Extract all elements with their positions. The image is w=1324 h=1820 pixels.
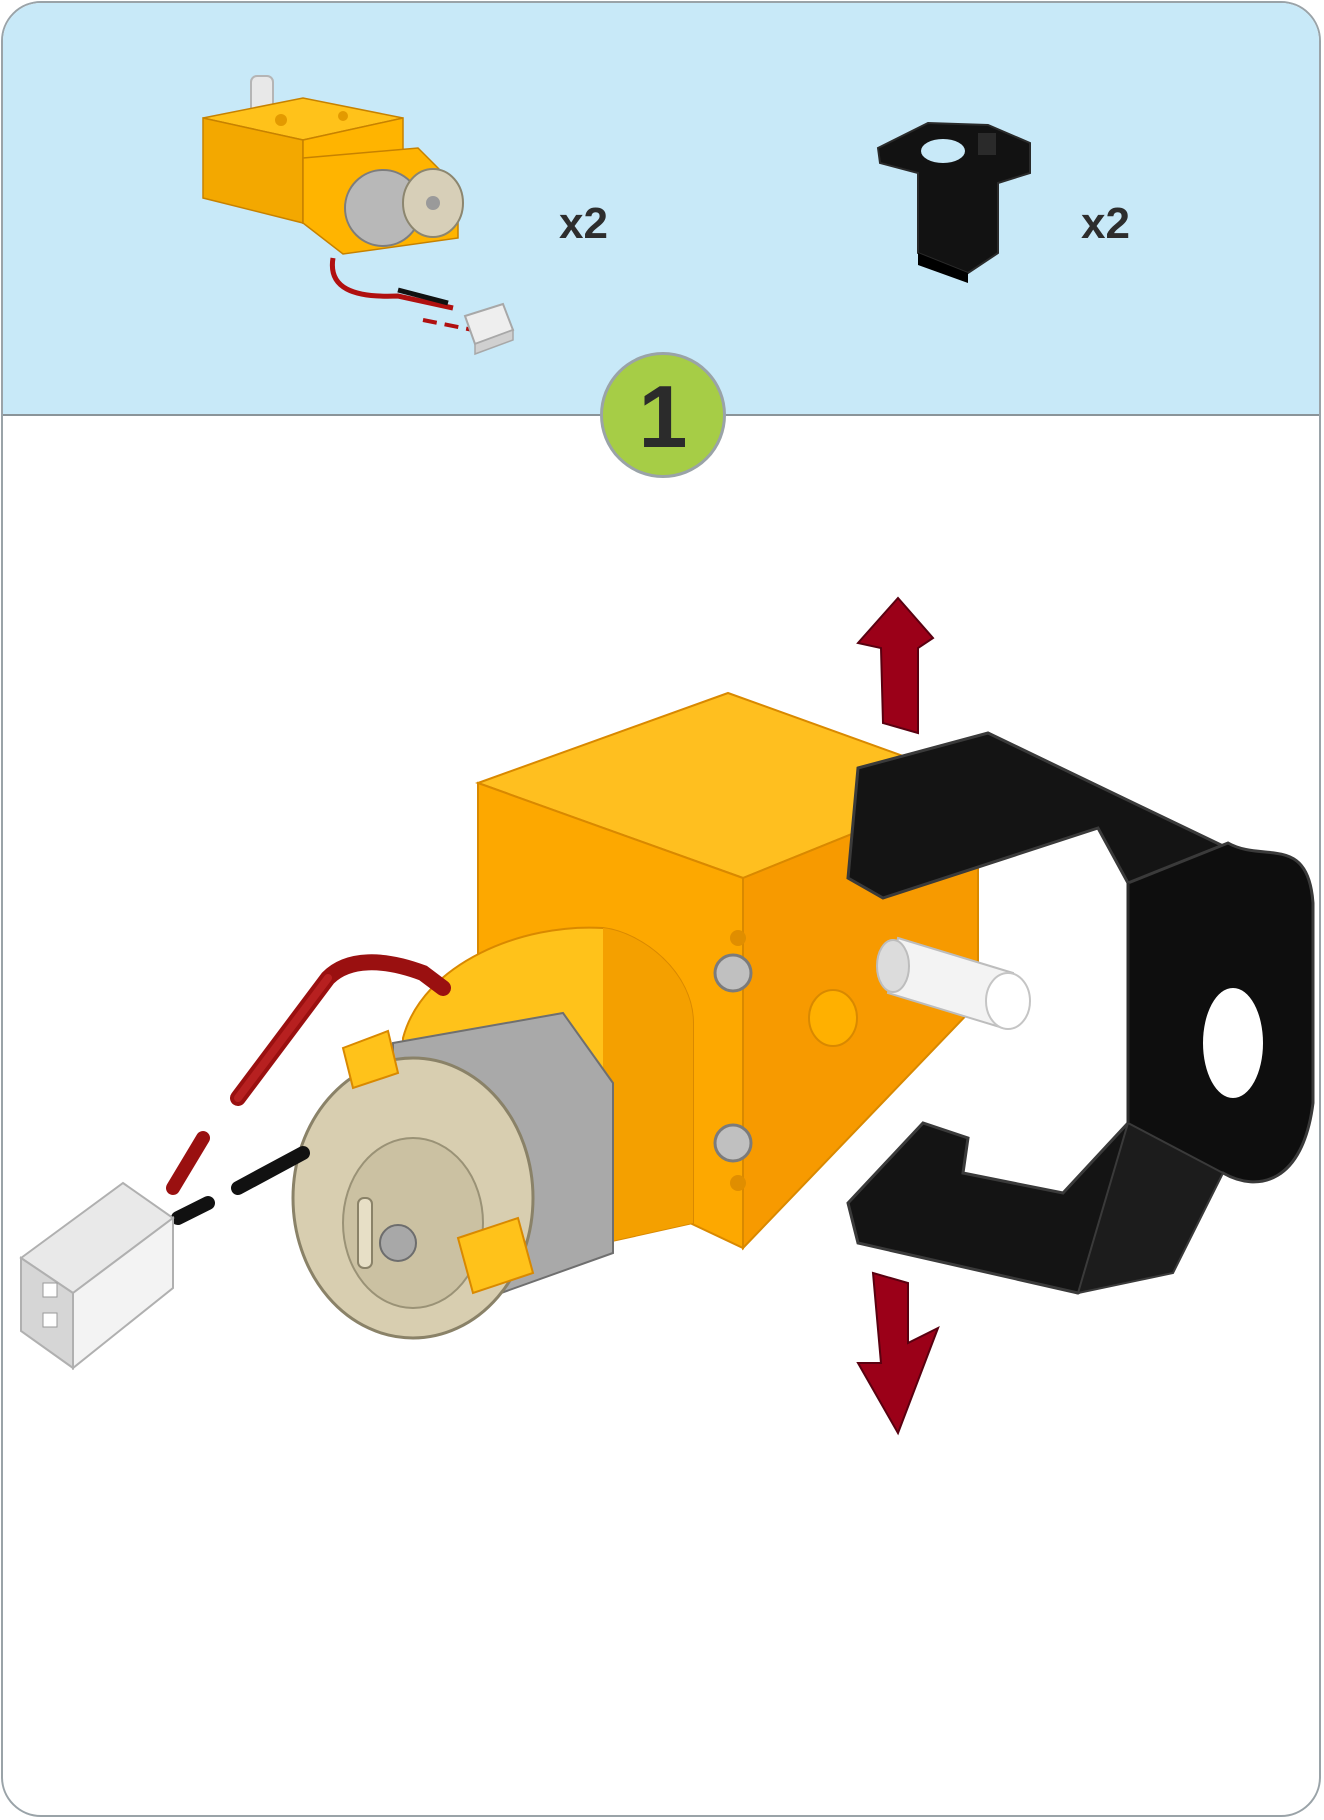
output-shaft xyxy=(876,936,1031,1030)
arrow-down-icon xyxy=(856,1271,940,1436)
screw-icon xyxy=(713,953,753,993)
wire-connector xyxy=(19,1181,175,1371)
motor-bracket xyxy=(846,731,1315,1295)
motor-bracket-icon xyxy=(876,121,1031,283)
bracket-quantity: x2 xyxy=(1081,199,1130,248)
gear-motor-icon xyxy=(202,75,515,356)
step-number-badge: 1 xyxy=(600,352,726,478)
parts-list-panel: x2 x2 xyxy=(3,3,1319,416)
step-number: 1 xyxy=(638,367,688,466)
arrow-up-icon xyxy=(856,596,935,735)
motor-quantity: x2 xyxy=(559,199,608,248)
screw-icon xyxy=(713,1123,753,1163)
assembly-illustration xyxy=(19,596,1315,1436)
